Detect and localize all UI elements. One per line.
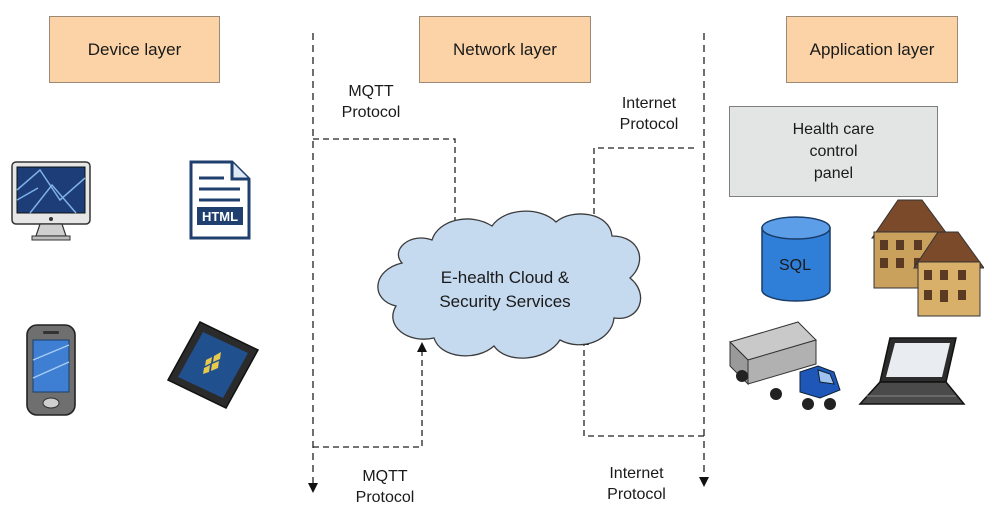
tablet-icon xyxy=(166,321,260,409)
smartphone-icon xyxy=(26,324,76,416)
device-layer-label: Device layer xyxy=(87,39,182,59)
internet-top-connector xyxy=(589,147,694,233)
mqtt-bottom-label: MQTT Protocol xyxy=(330,466,440,508)
buildings-icon xyxy=(871,199,984,317)
laptop-icon xyxy=(858,337,966,405)
internet-bottom-line2: Protocol xyxy=(607,486,666,503)
internet-top-label: Internet Protocol xyxy=(594,93,704,135)
cloud-label-line1: E-health Cloud & xyxy=(440,268,570,287)
device-layer-box: Device layer xyxy=(49,16,220,83)
internet-bottom-connector xyxy=(579,335,704,437)
mqtt-bottom-connector xyxy=(313,342,427,448)
internet-top-line1: Internet xyxy=(621,95,677,112)
truck-icon xyxy=(729,321,841,410)
network-layer-box: Network layer xyxy=(419,16,591,83)
cloud-label-line2: Security Services xyxy=(439,292,571,311)
internet-top-line2: Protocol xyxy=(619,116,679,133)
layer-separators xyxy=(308,33,709,493)
panel-line2: control xyxy=(809,142,858,160)
cloud-label: E-health Cloud & Security Services xyxy=(405,266,605,314)
panel-line3: panel xyxy=(813,164,854,182)
mqtt-bottom-line1: MQTT xyxy=(362,468,408,485)
mqtt-top-line1: MQTT xyxy=(348,83,394,100)
mqtt-top-connector xyxy=(313,138,460,253)
html-document-icon: HTML xyxy=(189,160,251,240)
mqtt-top-label: MQTT Protocol xyxy=(321,81,421,123)
mqtt-top-line2: Protocol xyxy=(341,104,401,121)
sql-label: SQL xyxy=(779,257,812,274)
application-layer-box: Application layer xyxy=(786,16,958,83)
html-icon-label: HTML xyxy=(202,209,238,224)
health-care-control-panel: Health care control panel xyxy=(729,106,938,197)
database-icon xyxy=(761,216,831,302)
panel-line1: Health care xyxy=(792,120,875,138)
cloud-shape xyxy=(377,210,642,359)
internet-bottom-line1: Internet xyxy=(609,465,664,482)
network-layer-label: Network layer xyxy=(453,39,557,59)
mqtt-bottom-line2: Protocol xyxy=(355,489,415,506)
internet-bottom-label: Internet Protocol xyxy=(579,463,694,505)
desktop-computer-icon xyxy=(11,161,91,241)
application-layer-label: Application layer xyxy=(809,39,935,59)
